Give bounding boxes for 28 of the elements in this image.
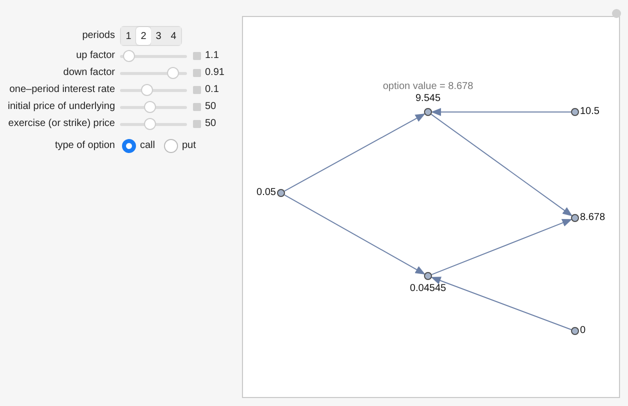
slider-value: 50 bbox=[205, 101, 216, 113]
control-label: up factor bbox=[76, 50, 115, 62]
control-label: periods bbox=[82, 30, 115, 42]
radio-label: call bbox=[140, 140, 156, 152]
arrow bbox=[284, 194, 426, 275]
slider-value: 1.1 bbox=[205, 50, 219, 62]
vertex-label: 0 bbox=[580, 325, 586, 337]
slider-value: 50 bbox=[205, 118, 216, 130]
arrow bbox=[430, 276, 572, 330]
arrow bbox=[431, 218, 572, 276]
annotation-text: option value = 8.678 bbox=[382, 81, 474, 93]
slider-value: 0.91 bbox=[205, 67, 224, 79]
tab: 2 bbox=[136, 27, 151, 45]
arrow bbox=[431, 108, 572, 116]
vertex-label: 0.04545 bbox=[410, 283, 446, 295]
slider-value: 0.1 bbox=[205, 84, 219, 96]
radio-label: put bbox=[182, 140, 196, 152]
control-label: exercise (or strike) price bbox=[8, 118, 115, 130]
vertex-label: 9.545 bbox=[415, 93, 441, 105]
vertex-label: 0.05 bbox=[256, 187, 276, 199]
arrow bbox=[284, 113, 426, 192]
vertex-label: 10.5 bbox=[580, 106, 600, 118]
control-label: initial price of underlying bbox=[8, 101, 115, 113]
arrow bbox=[430, 114, 573, 216]
control-label: down factor bbox=[63, 67, 115, 79]
control-label: one–period interest rate bbox=[9, 84, 115, 96]
vertex-label: 8.678 bbox=[580, 212, 606, 224]
control-label: type of option bbox=[54, 140, 115, 152]
